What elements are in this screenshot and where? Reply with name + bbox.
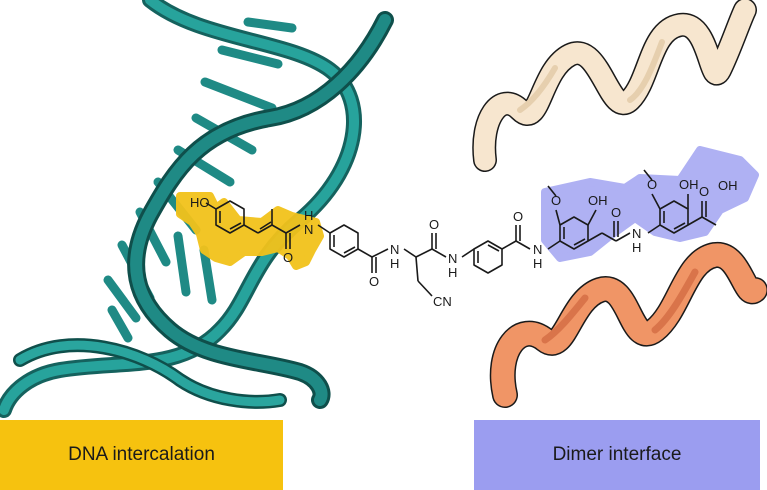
dna-intercalator-highlight [176,192,324,270]
label-o1: O [283,250,293,265]
dna-intercalation-box: DNA intercalation [0,420,283,490]
label-o5: O [611,205,621,220]
atom-labels: HO H N O N H O O CN N H O N H O OH O N H… [190,177,738,309]
label-nh4-n: N [533,242,542,257]
label-cooh: OH [718,178,738,193]
dimer-interface-label: Dimer interface [552,444,682,465]
label-nh1-h: H [304,208,313,223]
molecule-structure [205,169,717,297]
dimer-interface-box: Dimer interface [474,420,760,490]
label-o-me2: O [647,177,657,192]
label-cn: CN [433,294,452,309]
label-nh5-n: N [632,226,641,241]
label-o2: O [369,274,379,289]
dimer-interface-highlight [541,146,759,262]
label-o3: O [429,217,439,232]
label-o8: O [699,184,709,199]
label-ho: HO [190,195,210,210]
label-o-me1: O [551,193,561,208]
protein-helix-bottom-icon [489,242,767,408]
label-nh4-h: H [533,256,542,271]
label-oh2: OH [679,177,699,192]
label-nh3-n: N [448,251,457,266]
label-o4: O [513,209,523,224]
label-nh2-h: H [390,256,399,271]
label-nh2-n: N [390,242,399,257]
label-nh3-h: H [448,265,457,280]
label-nh5-h: H [632,240,641,255]
protein-helix-top-icon [472,0,757,172]
label-oh1: OH [588,193,608,208]
dna-intercalation-label: DNA intercalation [68,444,215,465]
label-nh1-n: N [304,222,313,237]
